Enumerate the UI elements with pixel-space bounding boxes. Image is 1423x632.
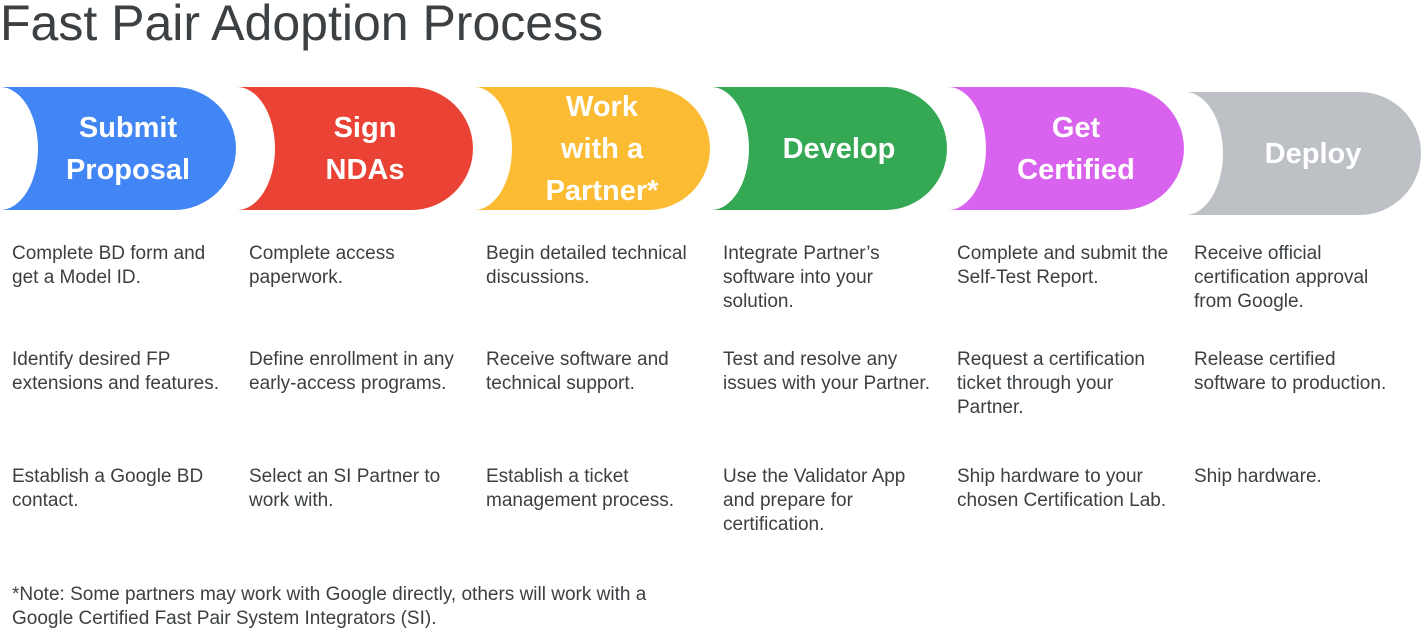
step-text: Complete access paperwork. [249, 243, 395, 288]
stage-3: Work with a Partner* [474, 87, 710, 210]
step-text: Establish a ticket management process. [486, 466, 674, 511]
stage-4: Develop [711, 87, 947, 210]
stage-label: Deploy [1264, 137, 1362, 170]
step-text: Complete BD form and get a Model ID. [12, 243, 206, 288]
step-text: Integrate Partner’s software into your s… [723, 243, 880, 312]
stage-shape-fill [948, 87, 1184, 210]
stage-label: Develop [782, 132, 896, 165]
stage-shape [948, 87, 1184, 210]
stage-1: Submit Proposal [0, 87, 236, 210]
step-text: Define enrollment in any early-access pr… [249, 349, 454, 394]
step-text: Establish a Google BD contact. [12, 466, 204, 511]
stage-shape [0, 87, 236, 210]
step-text: Ship hardware to your chosen Certificati… [957, 466, 1167, 511]
stage-shape-fill [237, 87, 473, 210]
step-text: Complete and submit the Self-Test Report… [957, 243, 1169, 288]
footnote: *Note: Some partners may work with Googl… [12, 584, 647, 629]
stage-6: Deploy [1185, 92, 1421, 215]
stage-label: Get Certified [1017, 111, 1135, 186]
stage-shape-fill [1185, 92, 1421, 215]
step-text: Receive software and technical support. [486, 349, 669, 394]
stage-5: Get Certified [948, 87, 1184, 210]
stage-label: Submit Proposal [65, 111, 191, 186]
step-text: Identify desired FP extensions and featu… [12, 349, 220, 394]
step-text: Receive official certification approval … [1194, 243, 1369, 312]
stage-shape [711, 87, 947, 210]
stage-shape-fill [0, 87, 236, 210]
stage-shape [474, 87, 710, 210]
stage-2: Sign NDAs [237, 87, 473, 210]
step-text: Begin detailed technical discussions. [486, 243, 687, 288]
step-text: Select an SI Partner to work with. [249, 466, 441, 511]
stage-label: Sign NDAs [325, 111, 405, 186]
stage-shape-fill [474, 87, 710, 210]
step-text: Ship hardware. [1194, 466, 1322, 487]
step-text: Request a certification ticket through y… [957, 349, 1145, 418]
stage-label: Work with a Partner* [545, 90, 659, 207]
step-text: Release certified software to production… [1194, 349, 1387, 394]
stage-shape [237, 87, 473, 210]
step-text: Use the Validator App and prepare for ce… [723, 466, 906, 535]
step-text: Test and resolve any issues with your Pa… [723, 349, 930, 394]
stage-shape [1185, 92, 1421, 215]
page-title: Fast Pair Adoption Process [0, 0, 604, 51]
stage-shape-fill [711, 87, 947, 210]
